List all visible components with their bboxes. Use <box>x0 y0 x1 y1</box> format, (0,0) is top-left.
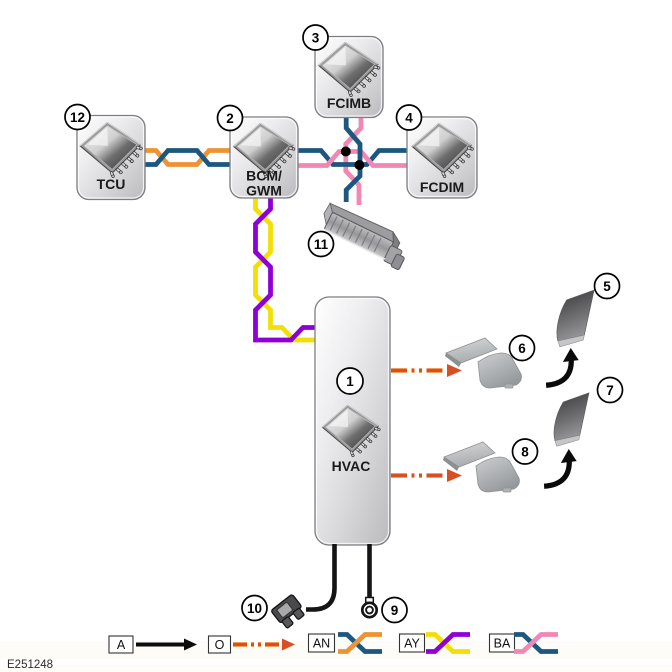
legend-item-a: A <box>108 635 197 654</box>
callout-11: 11 <box>307 230 335 258</box>
svg-text:4: 4 <box>405 111 413 126</box>
svg-text:6: 6 <box>518 341 526 356</box>
module-hvac: HVAC 1 <box>314 296 391 546</box>
legend: A O AN AY <box>108 632 558 654</box>
callout-4: 4 <box>395 104 423 131</box>
module-fcimb: FCIMB <box>314 35 384 119</box>
callout-5: 5 <box>593 272 621 300</box>
svg-text:1: 1 <box>346 374 354 389</box>
hvac-arrow-lower <box>391 469 462 482</box>
figure-code: E251248 <box>7 659 53 671</box>
junction-dot-navy <box>354 160 365 170</box>
hvac-label: HVAC <box>332 458 371 474</box>
svg-text:AY: AY <box>404 637 420 651</box>
callout-3: 3 <box>302 24 329 51</box>
callout-7: 7 <box>596 376 624 404</box>
lower-actuator-illustration <box>442 441 520 493</box>
fcdim-label: FCDIM <box>420 179 464 195</box>
svg-text:9: 9 <box>391 603 399 618</box>
junction-dot-pink <box>340 146 351 157</box>
callout-9: 9 <box>381 596 408 624</box>
twisted-pair-bcm-hvac <box>253 198 315 343</box>
svg-text:10: 10 <box>247 601 262 616</box>
module-tcu: TCU <box>76 114 146 201</box>
legend-item-ay: AY <box>398 632 470 654</box>
cable-to-connector <box>306 544 337 612</box>
svg-text:5: 5 <box>603 279 611 294</box>
twisted-pair-fcimb-dlc <box>343 117 364 205</box>
svg-text:12: 12 <box>70 110 85 125</box>
svg-text:BA: BA <box>494 637 511 651</box>
twisted-pair-tcu-bcm <box>145 148 230 167</box>
legend-pair-an <box>338 632 382 654</box>
bcm-label-line1: BCM/ <box>246 168 282 184</box>
callout-1: 1 <box>336 367 364 395</box>
twisted-pair-fcimb-dlc-navy <box>343 117 363 202</box>
svg-text:2: 2 <box>226 111 234 126</box>
module-bcm-gwm: BCM/ GWM <box>229 116 299 199</box>
lower-door-illustration <box>553 392 590 447</box>
callout-8: 8 <box>511 438 539 465</box>
legend-item-ba: BA <box>488 632 558 654</box>
svg-text:7: 7 <box>606 383 614 398</box>
scan-tint-bottom <box>0 665 672 672</box>
svg-text:8: 8 <box>521 445 529 460</box>
dlc-illustration <box>323 202 405 271</box>
fcimb-label: FCIMB <box>327 95 371 111</box>
legend-item-an: AN <box>307 632 382 654</box>
svg-text:3: 3 <box>312 31 320 46</box>
bcm-label-line2: GWM <box>246 183 282 199</box>
connector-illustration <box>271 594 305 629</box>
legend-item-o: O <box>207 635 295 654</box>
callout-2: 2 <box>216 104 244 132</box>
ring-sensor-illustration <box>360 596 379 619</box>
module-fcdim: FCDIM <box>406 116 478 199</box>
hvac-arrow-upper <box>391 364 462 377</box>
svg-text:A: A <box>117 638 126 652</box>
callout-12: 12 <box>64 103 91 131</box>
tcu-label: TCU <box>97 176 126 192</box>
scan-tint-band <box>0 641 672 659</box>
callout-10: 10 <box>241 594 268 622</box>
svg-text:AN: AN <box>313 637 330 651</box>
svg-text:11: 11 <box>314 237 329 252</box>
twisted-pair-bcm-fcdim <box>298 148 407 168</box>
upper-rotation-arrow <box>546 348 579 385</box>
callout-6: 6 <box>508 334 536 362</box>
lower-rotation-arrow <box>544 449 577 486</box>
upper-door-illustration <box>556 289 595 348</box>
legend-pair-ay <box>426 632 470 654</box>
svg-text:O: O <box>215 638 225 652</box>
legend-pair-ba <box>514 632 558 654</box>
